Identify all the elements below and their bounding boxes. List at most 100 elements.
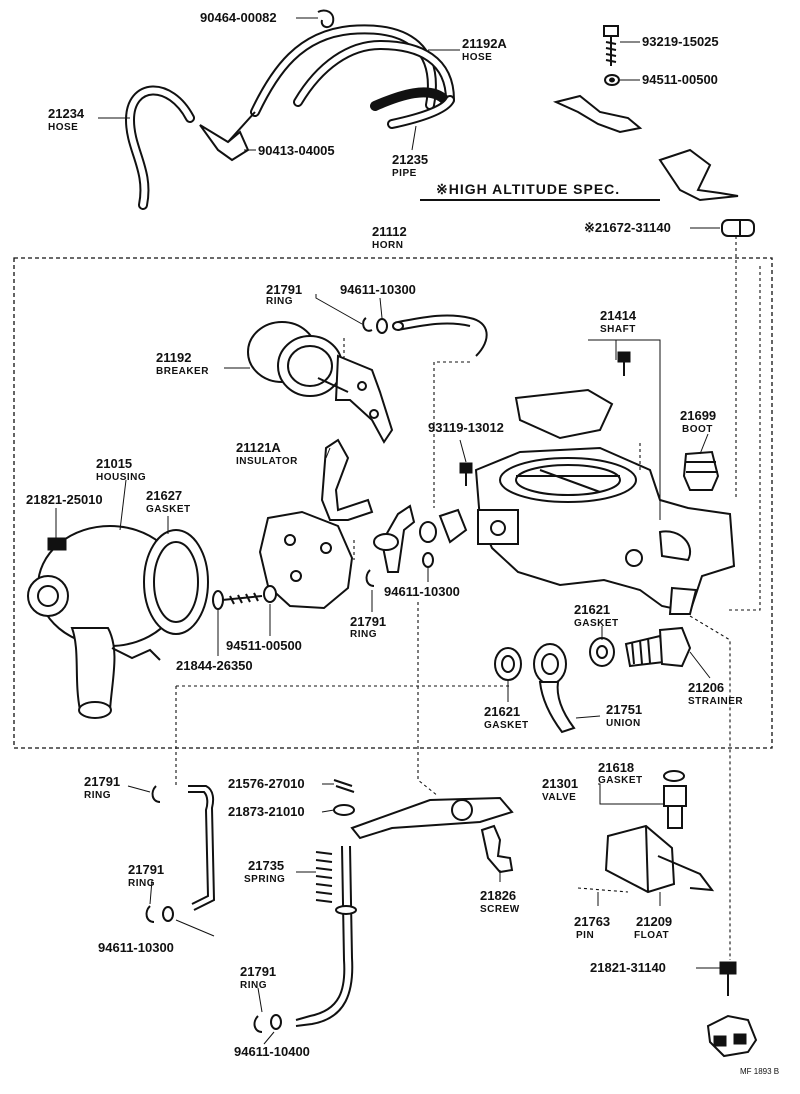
- svg-text:UNION: UNION: [606, 718, 641, 729]
- part-label-p_94611c: 94611-10300: [98, 940, 174, 955]
- throttle-lever-drawing: [350, 796, 514, 840]
- part-label-p_21209: 21209 FLOAT: [634, 914, 672, 941]
- svg-text:21235: 21235: [392, 152, 428, 167]
- screw-21844-drawing: [212, 590, 263, 610]
- washer-94511-mid-drawing: [263, 585, 277, 603]
- svg-text:94611-10300: 94611-10300: [340, 282, 416, 297]
- screw-21821-25010-drawing: [47, 537, 67, 551]
- part-label-p_94611a: 94611-10300: [340, 282, 416, 297]
- svg-text:※21672-31140: ※21672-31140: [584, 220, 671, 235]
- part-label-p_21627: 21627 GASKET: [146, 488, 191, 515]
- svg-text:21234: 21234: [48, 106, 85, 121]
- svg-text:21791: 21791: [84, 774, 120, 789]
- svg-text:21206: 21206: [688, 680, 724, 695]
- part-label-p_21112: 21112 HORN: [372, 224, 407, 251]
- bolt-93219-drawing: [603, 25, 619, 66]
- insulator-21121A-drawing: [320, 438, 374, 521]
- svg-text:PIPE: PIPE: [392, 168, 417, 179]
- part-label-p_21301: 21301 VALVE: [542, 776, 578, 803]
- rod-21791-left-drawing: [188, 785, 216, 911]
- breaker-21192-drawing: [247, 321, 394, 444]
- part-label-p_21791d: 21791 RING: [128, 862, 164, 889]
- part-label-p_21873: 21873-21010: [228, 804, 305, 819]
- svg-text:HOSE: HOSE: [462, 52, 492, 63]
- svg-text:21791: 21791: [266, 282, 302, 297]
- svg-text:21621: 21621: [574, 602, 610, 617]
- part-label-p_21192: 21192 BREAKER: [156, 350, 209, 377]
- svg-text:GASKET: GASKET: [146, 504, 191, 515]
- part-label-p_21621a: 21621 GASKET: [574, 602, 618, 629]
- part-label-p_94611d: 94611-10400: [234, 1044, 310, 1059]
- part-label-p_21751: 21751 UNION: [606, 702, 642, 729]
- svg-text:21627: 21627: [146, 488, 182, 503]
- screw-93119-drawing: [459, 462, 473, 486]
- svg-text:VALVE: VALVE: [542, 792, 576, 803]
- svg-text:RING: RING: [350, 629, 377, 640]
- part-label-p_21791a: 21791 RING: [266, 282, 302, 307]
- part-label-p_21206: 21206 STRAINER: [688, 680, 743, 707]
- part-label-p_21844: 21844-26350: [176, 658, 253, 673]
- svg-text:21844-26350: 21844-26350: [176, 658, 253, 673]
- svg-text:21826: 21826: [480, 888, 516, 903]
- part-label-p_21791e: 21791 RING: [240, 964, 276, 991]
- svg-text:RING: RING: [240, 980, 267, 991]
- gasket-21618-drawing: [663, 770, 685, 782]
- screw-shaft-drawing: [617, 351, 631, 376]
- svg-text:21821-25010: 21821-25010: [26, 492, 103, 507]
- svg-text:GASKET: GASKET: [598, 775, 643, 786]
- part-labels: 90464-00082 21192A HOSE 93219-15025 9451…: [26, 10, 743, 1059]
- svg-text:94611-10300: 94611-10300: [384, 584, 460, 599]
- carburetor-body-drawing: [474, 446, 736, 615]
- ring-21791-lower-mid-drawing: [145, 905, 174, 923]
- housing-21015-drawing: [27, 525, 209, 719]
- svg-text:STRAINER: STRAINER: [688, 696, 743, 707]
- svg-text:21791: 21791: [350, 614, 386, 629]
- part-label-p_93119: 93119-13012: [428, 420, 504, 435]
- svg-text:21763: 21763: [574, 914, 610, 929]
- clip-21576-drawing: [333, 779, 355, 793]
- svg-text:21751: 21751: [606, 702, 642, 717]
- drawing-artwork: [13, 9, 773, 1058]
- gasket-21621-left-drawing: [494, 647, 522, 681]
- part-label-p_21192A: 21192A HOSE: [462, 36, 507, 63]
- svg-text:94611-10300: 94611-10300: [98, 940, 174, 955]
- strainer-21206-drawing: [624, 626, 692, 668]
- lever-arm-drawing: [373, 504, 468, 573]
- washer-94511-top-drawing: [604, 74, 620, 86]
- svg-text:RING: RING: [84, 790, 111, 801]
- part-label-p_21234: 21234 HOSE: [48, 106, 85, 133]
- svg-text:93119-13012: 93119-13012: [428, 420, 504, 435]
- svg-text:PIN: PIN: [576, 930, 594, 941]
- svg-text:21112: 21112: [372, 224, 407, 239]
- part-label-p_21791b: 21791 RING: [350, 614, 386, 640]
- svg-text:21414: 21414: [600, 308, 637, 323]
- clip-90464-drawing: [317, 9, 335, 28]
- part-label-p_94511b: 94511-00500: [226, 638, 302, 653]
- part-label-p_94511a: 94511-00500: [642, 72, 718, 87]
- svg-text:21121A: 21121A: [236, 440, 281, 455]
- svg-text:INSULATOR: INSULATOR: [236, 456, 298, 467]
- svg-text:FLOAT: FLOAT: [634, 930, 669, 941]
- part-label-p_21414: 21414 SHAFT: [600, 308, 637, 335]
- svg-text:SCREW: SCREW: [480, 904, 520, 915]
- part-label-p_21235: 21235 PIPE: [392, 152, 428, 179]
- part-label-p_21121A: 21121A INSULATOR: [236, 440, 298, 467]
- bracket-angle-drawing: [658, 148, 739, 202]
- svg-text:21576-27010: 21576-27010: [228, 776, 305, 791]
- bracket-bottom-drawing: [706, 1014, 758, 1058]
- svg-text:21209: 21209: [636, 914, 672, 929]
- union-21751-drawing: [533, 643, 576, 734]
- high-altitude-title: ※HIGH ALTITUDE SPEC.: [436, 181, 620, 197]
- svg-text:21791: 21791: [128, 862, 164, 877]
- svg-text:90464-00082: 90464-00082: [200, 10, 277, 25]
- bracket-plate-drawing: [552, 94, 643, 134]
- part-label-p_21791c: 21791 RING: [84, 774, 120, 801]
- svg-text:21735: 21735: [248, 858, 284, 873]
- screw-21821-31140-drawing: [719, 961, 737, 996]
- diagram-code: MF 1893 B: [740, 1067, 779, 1076]
- svg-text:21621: 21621: [484, 704, 520, 719]
- cover-plate-drawing: [258, 510, 354, 610]
- part-label-p_21763: 21763 PIN: [574, 914, 610, 941]
- svg-text:SHAFT: SHAFT: [600, 324, 636, 335]
- part-label-p_90464: 90464-00082: [200, 10, 277, 25]
